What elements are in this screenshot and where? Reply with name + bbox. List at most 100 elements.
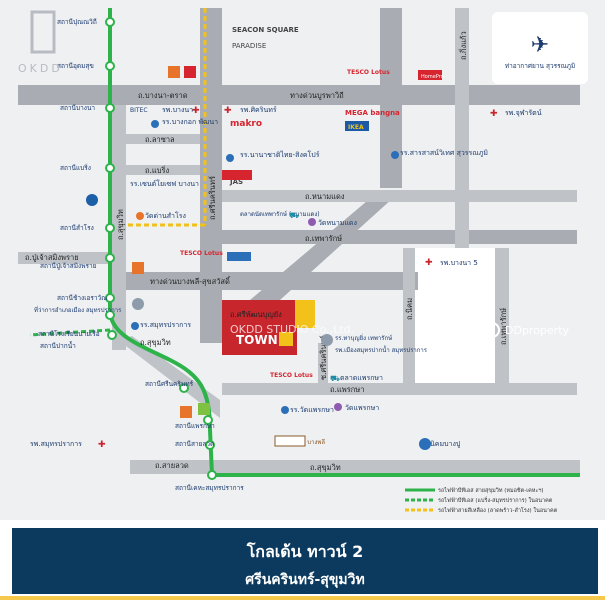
golden-town-badge: [279, 332, 293, 346]
school-icon: [226, 154, 234, 162]
station-label: สถานีบางนา: [60, 104, 95, 112]
road-kingkaew: [455, 8, 469, 248]
place-school-praeksa: รร.วัดแพรกษา: [290, 406, 334, 414]
school-icon: [281, 406, 289, 414]
road-label: ถ.ลาซาล: [145, 135, 175, 144]
government-icon: [86, 194, 98, 206]
hospital-icon: ✚: [192, 106, 200, 116]
place-tesco: TESCO Lotus: [347, 69, 390, 76]
place-samutprakan-school: รร.สมุทรปราการ: [140, 321, 191, 329]
place-samut-school2: รร.ทาบุญยิ่ง เทพารักษ์: [335, 334, 392, 342]
basket-icon: ⛟: [330, 374, 340, 383]
road-bearing: [125, 165, 200, 175]
road-label: ถ.บางนา-ตราด: [138, 91, 188, 100]
shop-icon: [168, 66, 180, 78]
road-label: ถ.ศรีนครินทร์: [208, 176, 217, 220]
legend-label: รถไฟฟ้าบีทีเอส สายสุขุมวิท (หมอชิต-เคหะฯ…: [438, 487, 544, 494]
place-bang-pu: นิคมบางปู: [430, 440, 461, 448]
okdd-logo-mark: [30, 10, 56, 54]
place-crossing-center: ที่ว่าการอำเภอเมือง สมุทรปราการ: [34, 306, 122, 314]
place-bangna5: รพ.บางนา 5: [440, 259, 478, 267]
road-label: ถ.ศรีพัฒนบุญยัง: [230, 310, 282, 319]
temple-icon: [308, 218, 316, 226]
shop-icon: [184, 66, 196, 78]
station-label: สถานีอุดมสุข: [57, 62, 94, 70]
station-label: สถานีแบริ่ง: [60, 163, 91, 172]
road-expressway: [118, 272, 418, 290]
place-tesco-bottom: TESCO Lotus: [270, 372, 313, 379]
station-marker: [179, 383, 189, 393]
road-soi: [318, 343, 328, 383]
watermark: OKDD STUDIO Co.,Ltd.: [230, 323, 354, 336]
jas-logo: [222, 170, 252, 180]
place-chulabhorn: รพ.จุฬารัตน์: [505, 109, 542, 117]
road-label: ทางด่วนบูรพาวิถี: [290, 91, 344, 100]
road-burapha-vertical: [380, 8, 402, 188]
place-seacon: SEACON SQUARE: [232, 26, 299, 34]
station-marker: [205, 440, 215, 450]
school-icon: [131, 322, 139, 330]
station-marker: [105, 163, 115, 173]
airplane-icon: ✈: [531, 33, 549, 58]
place-bangkok-pattana: รร.บางกอก พัฒนา: [162, 118, 218, 126]
road-lasan: [125, 134, 200, 144]
road-srinakarin: [200, 8, 222, 343]
station-marker: [107, 330, 117, 340]
road-label: ถ.สุขุมวิท: [116, 209, 125, 240]
project-title: โกลเด้น ทาวน์ 2: [246, 542, 364, 561]
road-label: ทางด่วนบางพลี-สุขสวัสดิ์: [150, 276, 231, 286]
airport-box: [492, 12, 588, 84]
road-praeksa: [222, 383, 577, 395]
station-label: สถานีปุณณวิถี: [57, 18, 97, 26]
station-label: สถานีปู่เจ้าสมิงพราย: [40, 262, 97, 270]
footer-banner: โกลเด้น ทาวน์ 2 ศรีนครินทร์-สุขุมวิท: [12, 528, 598, 594]
place-bangna-hosp: รพ.บางนา: [162, 106, 193, 114]
road-label: ถ.แพรกษา: [330, 385, 364, 394]
station-marker: [105, 103, 115, 113]
footer-accent-bar: [0, 596, 605, 600]
hospital-icon: ✚: [225, 333, 233, 343]
roads: [18, 8, 580, 474]
station-marker: [105, 17, 115, 27]
road-label: ถ.หนามแดง: [305, 192, 345, 201]
place-nanachat: รร.นานาชาติไทย-สิงคโปร์: [240, 150, 320, 159]
station-marker: [203, 415, 213, 425]
location-map: TOWN สถานีปุณณวิถี สถานีอุดมสุข: [0, 0, 605, 520]
shop-icon: [132, 262, 144, 274]
road-sukhumvit-left: [112, 105, 126, 350]
station-marker: [105, 253, 115, 263]
road-label: ถ.กิ่งแก้ว: [458, 31, 468, 60]
ikea-logo: [345, 121, 369, 131]
place-sikarin: รพ.ศิครินทร์: [240, 106, 277, 114]
road-puchao: [18, 252, 118, 264]
station-marker: [105, 223, 115, 233]
school-icon: [391, 151, 399, 159]
road-label: ถ.สุขุมวิท: [140, 338, 171, 347]
place-wat-daan: วัดด่านสำโรง: [145, 211, 186, 220]
road-label: ซ.ศรีนครินทร์: [319, 335, 328, 380]
station-marker: [105, 310, 115, 320]
station-label: สถานีเคหะสมุทรปราการ: [175, 484, 244, 492]
temple-icon: [136, 212, 144, 220]
government-icon: [321, 334, 333, 346]
golden-town-label: TOWN: [236, 333, 278, 347]
place-ikea: IKEA: [348, 124, 364, 131]
station-label: สถานีศรีนครินทร์: [145, 380, 194, 388]
station-label: สถานีช้างเอราวัณ: [57, 294, 107, 302]
place-makro: makro: [230, 119, 262, 129]
road-label: ถ.เทพารักษ์: [305, 234, 342, 243]
place-talad-nam: ตลาดนัดเทพารักษ์ (หนามแดง): [240, 210, 320, 218]
road-label: ถ.ปู่เจ้าสมิงพราย: [25, 253, 79, 262]
block-white: [415, 248, 455, 383]
place-talad-praeksa: ตลาดแพรกษา: [340, 374, 383, 382]
road-sukhumvit-bottom: [130, 460, 580, 474]
place-wat-praeksa: วัดแพรกษา: [345, 404, 379, 412]
shop-icon: [180, 406, 192, 418]
school-icon: [151, 120, 159, 128]
q-logo: [198, 403, 210, 415]
muang-mai-logo: [274, 435, 306, 447]
hospital-icon: ✚: [98, 440, 106, 450]
station-marker: [105, 293, 115, 303]
block-white: [455, 248, 495, 383]
hospital-icon: ✚: [425, 258, 433, 268]
